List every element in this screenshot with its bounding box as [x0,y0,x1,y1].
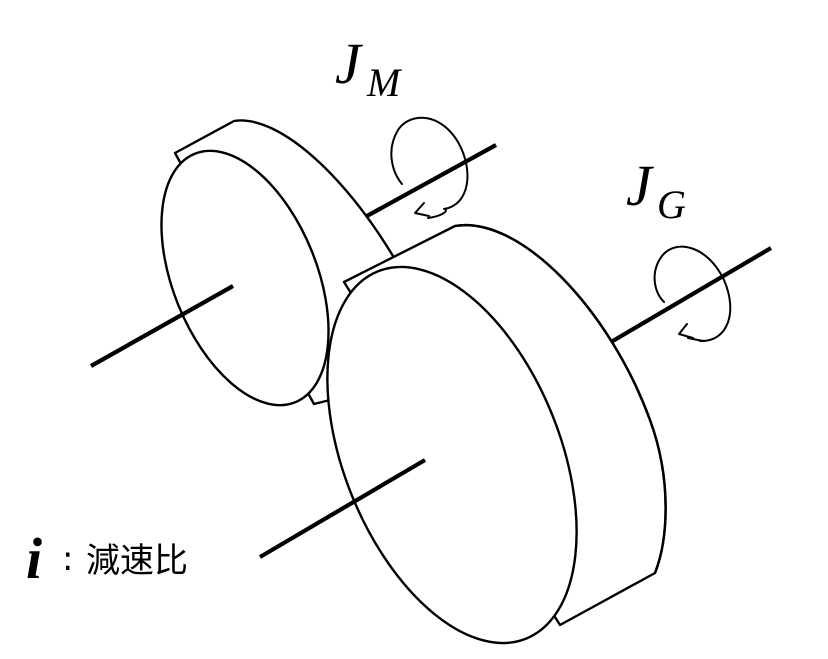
large-gear [258,223,773,645]
label-ratio: i : 減速比 [26,526,188,591]
label-j-gear: J G [626,153,686,227]
rotation-arrow-motor-front-arc [427,209,447,219]
label-ratio-separator: : [62,539,73,579]
rotation-arrow-gear-front-arc [687,337,705,342]
small-gear-shaft-rear [354,143,498,224]
rotation-arrow-gear [653,245,732,343]
label-j-gear-symbol: J [626,153,655,218]
rotation-arrow-gear-head [678,323,694,339]
label-j-motor-symbol: J [335,31,364,96]
label-j-gear-subscript: G [657,182,686,227]
large-gear-back-rim [453,223,667,575]
label-ratio-description: 減速比 [86,541,188,581]
label-j-motor: J M [335,31,403,105]
rotation-arrow-motor [390,116,469,219]
small-gear-front-face [160,149,330,407]
large-gear-shaft-rear [604,246,773,347]
label-j-motor-subscript: M [366,60,403,105]
label-ratio-symbol: i [26,526,42,591]
large-gear-front-face [326,265,578,645]
rotation-arrow-motor-head [414,202,430,217]
large-gear-shaft-front [258,458,427,559]
rotation-arrow-motor-arc [390,116,469,210]
rotation-arrow-gear-arc [653,245,732,343]
small-gear-shaft-front [89,284,235,368]
